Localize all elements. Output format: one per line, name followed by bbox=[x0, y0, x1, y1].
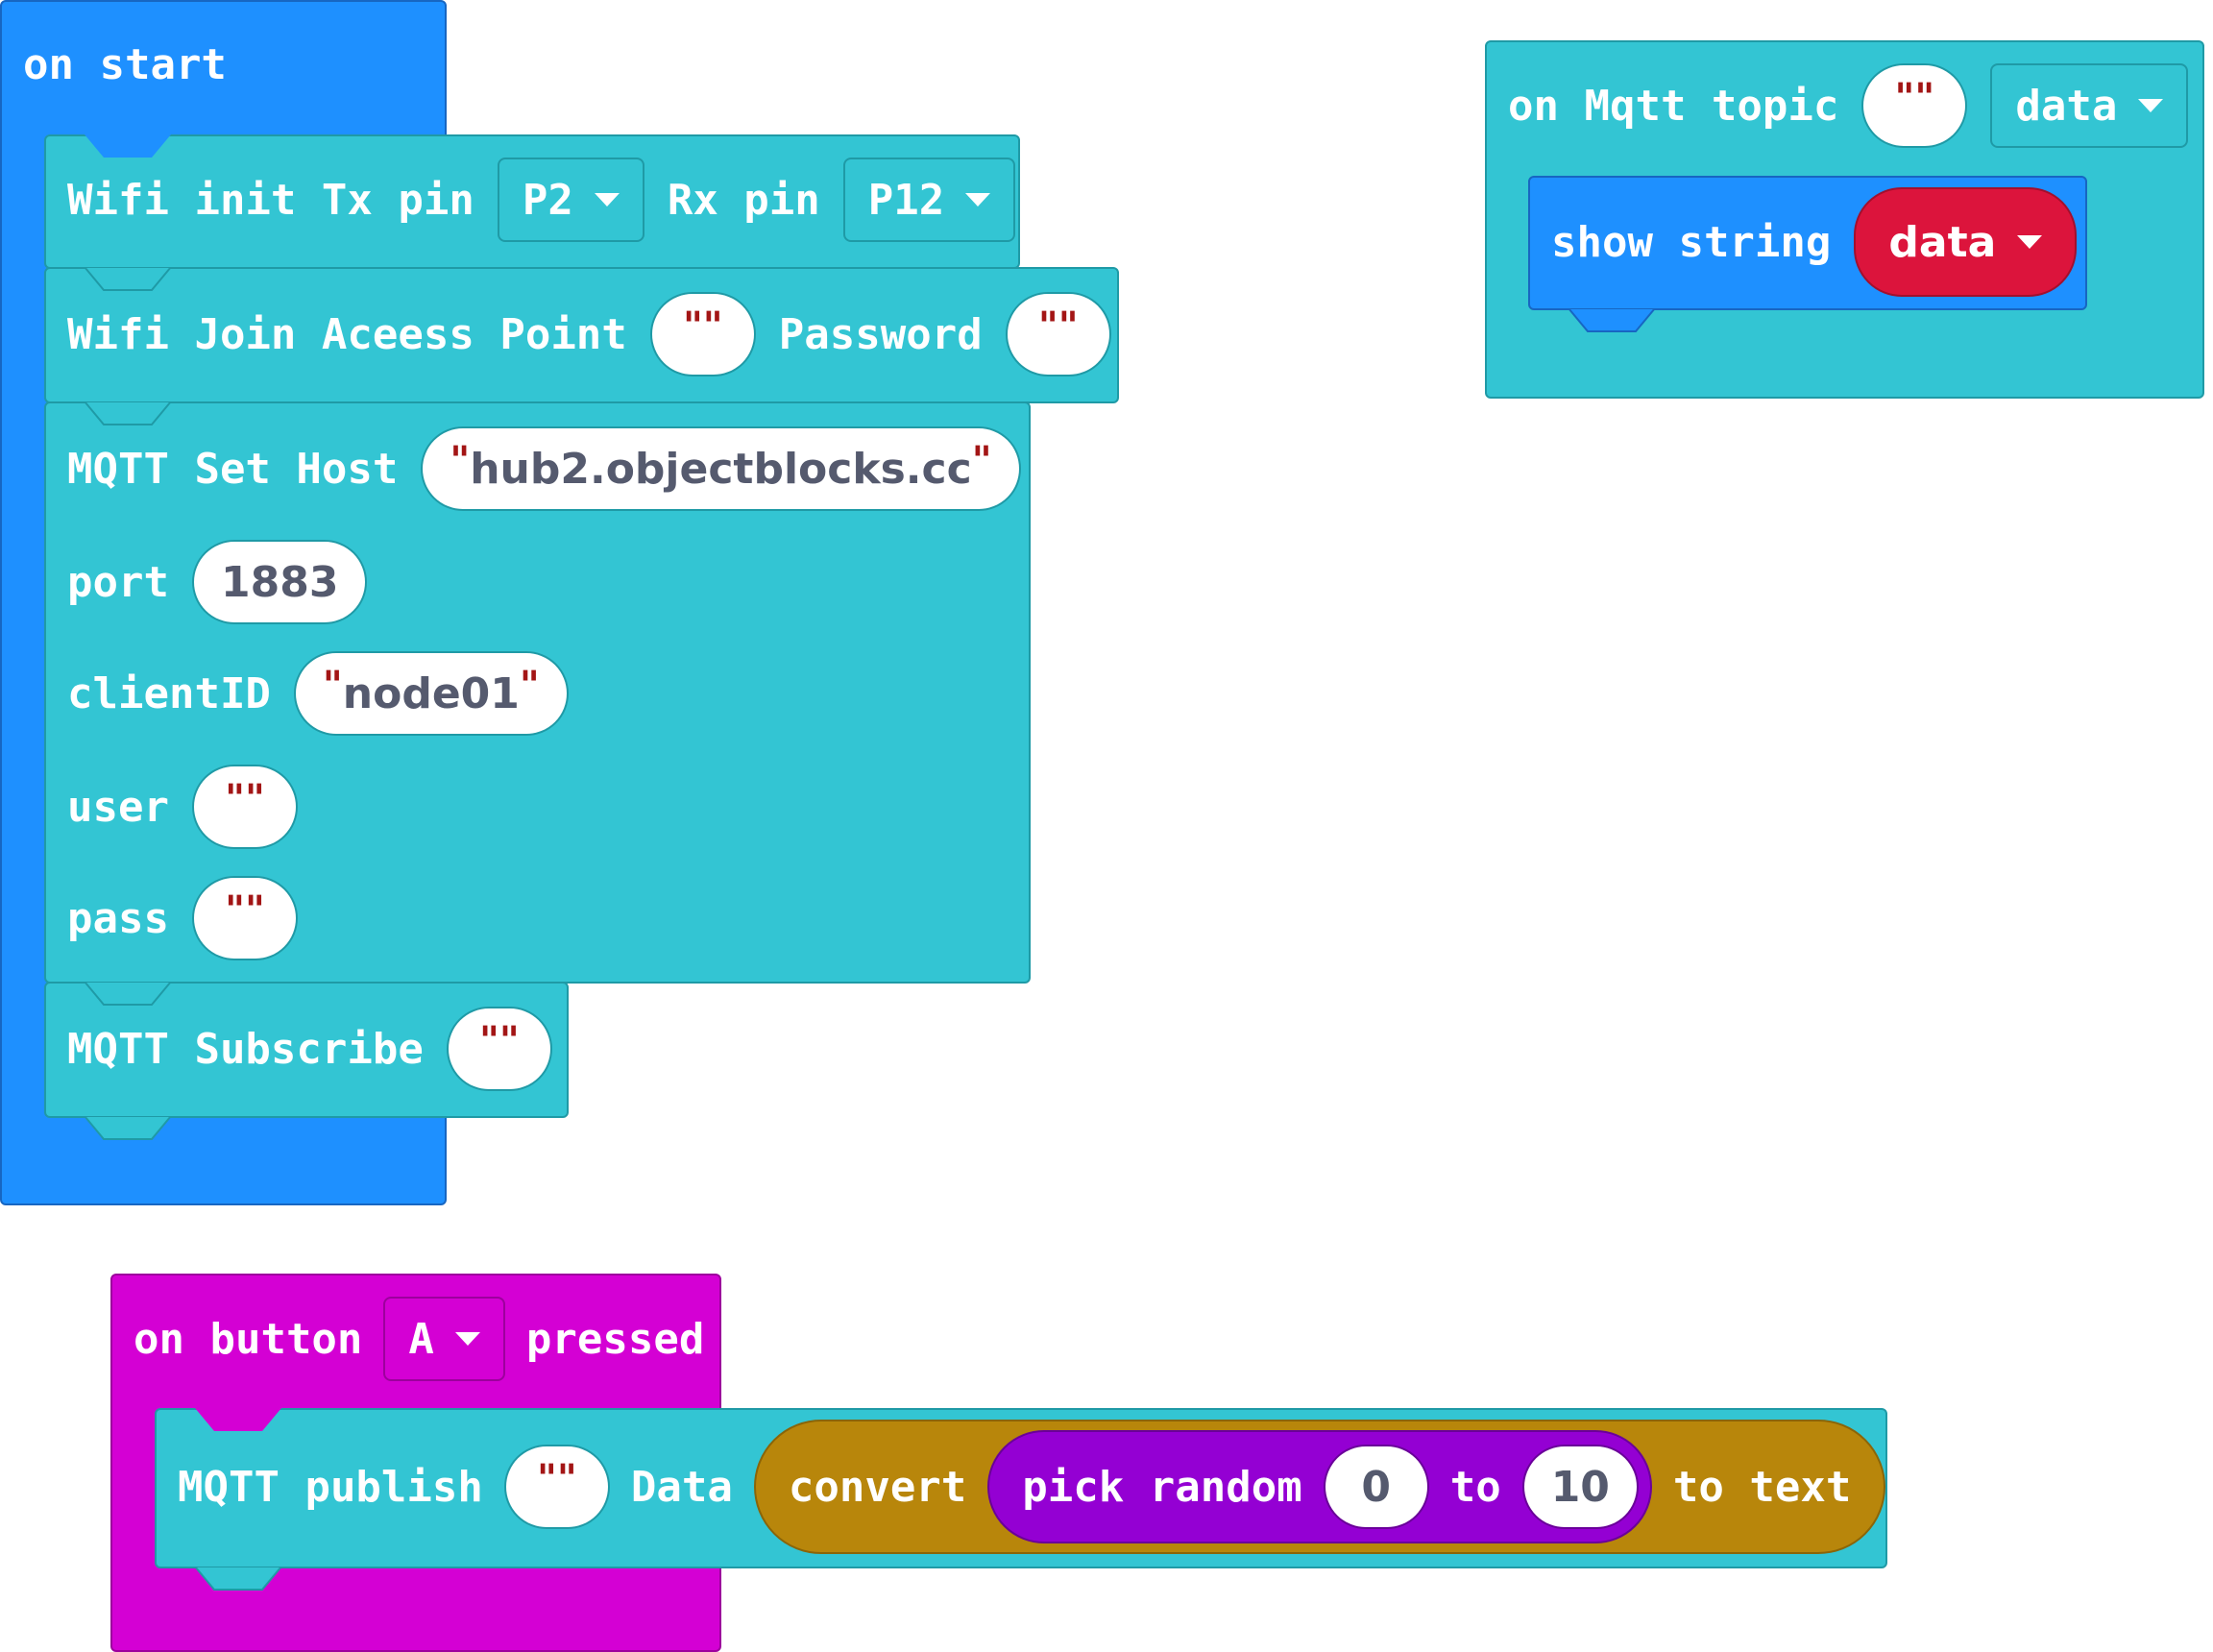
subscribe-topic-input[interactable]: "" bbox=[446, 1007, 552, 1091]
show-string-var-pill[interactable]: data bbox=[1854, 187, 2078, 297]
chevron-down-icon bbox=[2017, 235, 2043, 249]
tx-pin-value: P2 bbox=[522, 175, 573, 225]
to-text-label: to text bbox=[1672, 1462, 1852, 1512]
wifi-init-block[interactable]: Wifi init Tx pin P2 Rx pin P12 bbox=[44, 134, 1020, 269]
on-button-label: on button bbox=[134, 1314, 363, 1364]
chevron-down-icon bbox=[2138, 99, 2164, 112]
client-id-value: node01 bbox=[342, 668, 520, 718]
chevron-down-icon bbox=[965, 193, 991, 206]
random-to-value: 10 bbox=[1550, 1462, 1610, 1512]
show-string-label: show string bbox=[1551, 217, 1832, 267]
random-to-input[interactable]: 10 bbox=[1521, 1445, 1639, 1529]
random-from-value: 0 bbox=[1361, 1462, 1392, 1512]
wifi-join-block[interactable]: Wifi Join Aceess Point "" Password "" bbox=[44, 267, 1119, 403]
mqtt-publish-label: MQTT publish bbox=[178, 1462, 483, 1512]
convert-to-text-block[interactable]: convert pick random 0 to 10 to text bbox=[753, 1420, 1886, 1554]
pass-label: pass bbox=[67, 893, 169, 943]
on-start-label: on start bbox=[23, 40, 227, 89]
block-notch-icon bbox=[85, 401, 171, 425]
user-label: user bbox=[67, 782, 169, 832]
block-notch-icon bbox=[85, 134, 171, 158]
mqtt-var-value: data bbox=[2015, 81, 2118, 131]
mqtt-subscribe-block[interactable]: MQTT Subscribe "" bbox=[44, 982, 569, 1140]
data-label: Data bbox=[630, 1462, 733, 1512]
password-label: Password bbox=[778, 309, 983, 359]
button-value: A bbox=[408, 1314, 434, 1364]
pressed-label: pressed bbox=[525, 1314, 705, 1364]
port-value: 1883 bbox=[220, 557, 339, 607]
mqtt-set-host-block[interactable]: MQTT Set Host "hub2.objectblocks.cc" por… bbox=[44, 401, 1031, 984]
mqtt-subscribe-label: MQTT Subscribe bbox=[67, 1024, 424, 1074]
block-notch-icon bbox=[195, 1567, 281, 1591]
pick-random-label: pick random bbox=[1022, 1462, 1302, 1512]
host-value: hub2.objectblocks.cc bbox=[470, 444, 972, 494]
mqtt-publish-block[interactable]: MQTT publish "" Data convert pick random… bbox=[155, 1408, 1887, 1591]
host-input[interactable]: "hub2.objectblocks.cc" bbox=[421, 426, 1021, 511]
rx-pin-value: P12 bbox=[867, 175, 945, 225]
show-string-block[interactable]: show string data bbox=[1528, 176, 2087, 332]
client-id-label: clientID bbox=[67, 668, 271, 718]
rx-pin-dropdown[interactable]: P12 bbox=[842, 158, 1016, 242]
block-notch-icon bbox=[1569, 308, 1655, 332]
button-dropdown[interactable]: A bbox=[383, 1297, 505, 1381]
tx-pin-dropdown[interactable]: P2 bbox=[497, 158, 644, 242]
publish-topic-input[interactable]: "" bbox=[503, 1445, 610, 1529]
chevron-down-icon bbox=[454, 1332, 480, 1346]
block-notch-icon bbox=[195, 1408, 281, 1431]
convert-label: convert bbox=[788, 1462, 967, 1512]
pass-input[interactable]: "" bbox=[191, 876, 298, 960]
on-mqtt-topic-label: on Mqtt topic bbox=[1508, 81, 1839, 131]
pick-random-block[interactable]: pick random 0 to 10 bbox=[987, 1430, 1652, 1543]
random-to-label: to bbox=[1449, 1462, 1501, 1512]
mqtt-var-dropdown[interactable]: data bbox=[1990, 63, 2189, 148]
access-point-input[interactable]: "" bbox=[649, 292, 756, 377]
block-notch-icon bbox=[85, 982, 171, 1006]
random-from-input[interactable]: 0 bbox=[1323, 1445, 1429, 1529]
chevron-down-icon bbox=[594, 193, 620, 206]
block-notch-icon bbox=[85, 267, 171, 291]
show-string-var-value: data bbox=[1888, 217, 1997, 267]
mqtt-host-label: MQTT Set Host bbox=[67, 444, 399, 494]
mqtt-topic-input[interactable]: "" bbox=[1861, 63, 1968, 148]
port-input[interactable]: 1883 bbox=[191, 540, 368, 624]
user-input[interactable]: "" bbox=[191, 765, 298, 849]
client-id-input[interactable]: "node01" bbox=[293, 651, 569, 736]
password-input[interactable]: "" bbox=[1005, 292, 1111, 377]
rx-pin-label: Rx pin bbox=[667, 175, 820, 225]
wifi-init-label: Wifi init Tx pin bbox=[67, 175, 474, 225]
block-notch-icon bbox=[85, 1116, 171, 1140]
port-label: port bbox=[67, 557, 169, 607]
wifi-join-label: Wifi Join Aceess Point bbox=[67, 309, 627, 359]
